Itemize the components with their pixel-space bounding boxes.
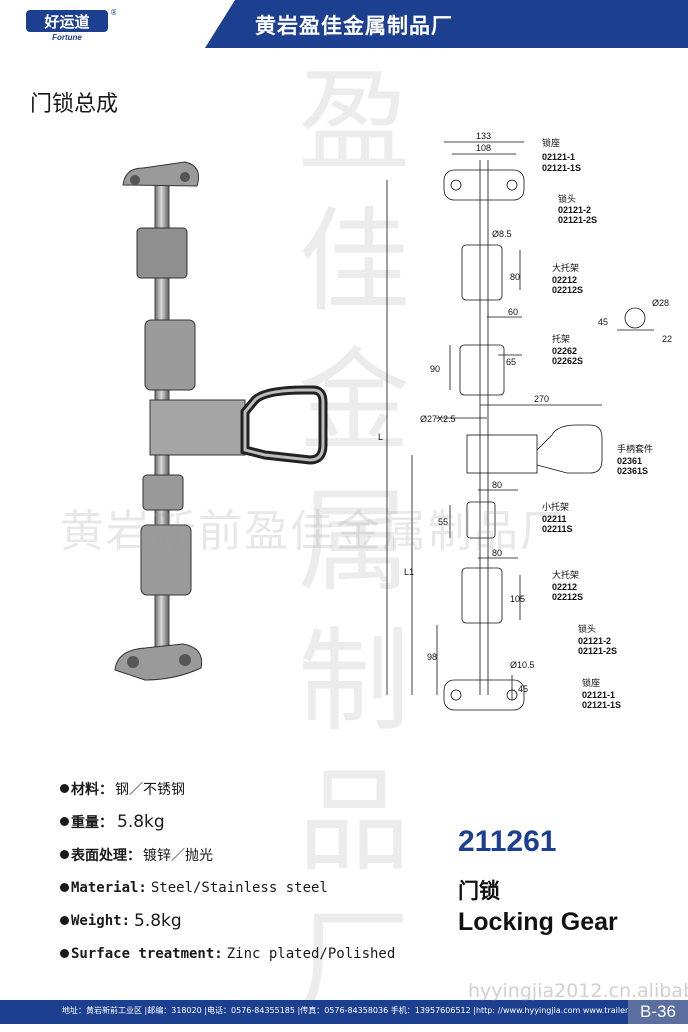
dim-270: 270 xyxy=(534,394,549,404)
part-label: 手柄套件 xyxy=(617,443,653,455)
dim-133: 133 xyxy=(476,131,491,141)
bullet-icon xyxy=(60,949,69,958)
spec-row-weight-cn: 重量： 5.8kg xyxy=(60,805,420,838)
dim-phi-8-5: Ø8.5 xyxy=(492,229,512,239)
page-header: 好运道 Fortune ® 黄岩盈佳金属制品厂 xyxy=(0,0,688,48)
spec-value: 5.8kg xyxy=(117,811,165,832)
dim-80-a: 80 xyxy=(510,272,520,282)
technical-drawing: 133 108 Ø8.5 80 60 90 65 Ø27X2.5 270 L 8… xyxy=(378,131,672,711)
dim-55: 55 xyxy=(438,517,448,527)
product-name-cn: 门锁 xyxy=(458,879,500,903)
part-code: 02212S xyxy=(552,592,583,602)
dim-65: 65 xyxy=(506,357,516,367)
dim-60: 60 xyxy=(508,307,518,317)
dim-phi-28: Ø28 xyxy=(652,298,669,308)
spec-row-material-en: Material: Steel/Stainless steel xyxy=(60,871,420,904)
dim-phi-10-5: Ø10.5 xyxy=(510,660,535,670)
bullet-icon xyxy=(60,883,69,892)
dim-L1: L1 xyxy=(404,567,414,577)
spec-row-weight-en: Weight: 5.8kg xyxy=(60,904,420,937)
product-code: 211261 xyxy=(458,825,557,858)
header-logo-area: 好运道 Fortune ® xyxy=(0,0,235,48)
spec-row-surface-en: Surface treatment: Zinc plated/Polished xyxy=(60,937,420,970)
bullet-icon xyxy=(60,850,69,859)
spec-row-surface-cn: 表面处理： 镀锌／抛光 xyxy=(60,838,420,871)
part-label: 托架 xyxy=(552,333,570,345)
spec-list: 材料： 钢／不锈钢 重量： 5.8kg 表面处理： 镀锌／抛光 Material… xyxy=(60,772,420,970)
product-photo xyxy=(114,161,328,681)
dim-80-b: 80 xyxy=(492,480,502,490)
spec-label: 材料： xyxy=(71,781,113,798)
dim-rod: Ø27X2.5 xyxy=(420,414,456,424)
part-code: 02361 xyxy=(617,456,642,466)
spec-row-material-cn: 材料： 钢／不锈钢 xyxy=(60,772,420,805)
spec-label: Weight: xyxy=(71,912,131,929)
spec-value: 镀锌／抛光 xyxy=(143,847,213,864)
page-number: B-36 xyxy=(628,1000,688,1024)
part-code: 02121-1 xyxy=(582,690,615,700)
spec-value: 5.8kg xyxy=(134,910,182,931)
bullet-icon xyxy=(60,784,69,793)
part-label: 大托架 xyxy=(552,262,579,274)
part-code: 02121-2 xyxy=(578,636,611,646)
dim-98: 98 xyxy=(427,652,437,662)
registered-mark: ® xyxy=(110,8,116,17)
spec-value: Steel/Stainless steel xyxy=(150,879,328,896)
part-code: 02121-1 xyxy=(542,152,575,162)
watermark-char: 品 xyxy=(298,757,410,887)
brand-name-cn: 好运道 xyxy=(43,13,89,31)
section-title: 门锁总成 xyxy=(30,92,119,117)
part-code: 02361S xyxy=(617,466,648,476)
part-code: 02121-1S xyxy=(542,163,581,173)
spec-value: 钢／不锈钢 xyxy=(115,781,185,798)
vertical-watermark: 盈 佳 金 属 制 品 厂 xyxy=(294,52,414,1032)
spec-value: Zinc plated/Polished xyxy=(226,945,396,962)
dim-80-c: 80 xyxy=(492,548,502,558)
part-code: 02212 xyxy=(552,582,577,592)
part-code: 02211 xyxy=(542,514,567,524)
spec-label: 表面处理： xyxy=(71,847,141,864)
part-code: 02211S xyxy=(542,524,573,534)
dim-45-a: 45 xyxy=(598,317,608,327)
part-label: 锁座 xyxy=(582,677,600,689)
brand-name-en: Fortune xyxy=(52,33,82,42)
part-code: 02121-2S xyxy=(558,215,597,225)
dim-108: 108 xyxy=(476,143,491,153)
part-code: 02121-2 xyxy=(558,205,591,215)
header-banner xyxy=(205,0,688,48)
dim-45-b: 45 xyxy=(518,684,528,694)
part-code: 02262S xyxy=(552,356,583,366)
watermark-char: 属 xyxy=(298,477,410,607)
part-code: 02212 xyxy=(552,275,577,285)
product-name-en: Locking Gear xyxy=(458,908,618,936)
watermark-char: 金 xyxy=(298,337,410,467)
part-code: 02212S xyxy=(552,285,583,295)
page-footer: hyyingjia2012.cn.alibaba.com 地址：黄岩新前工业区 … xyxy=(0,980,688,1024)
spec-label: Material: xyxy=(71,879,147,896)
part-code: 02121-2S xyxy=(578,646,617,656)
part-code: 02262 xyxy=(552,346,577,356)
footer-contact: 地址：黄岩新前工业区 |邮编：318020 |电话：0576-84355185 … xyxy=(62,1006,681,1015)
brand-logo: 好运道 Fortune ® xyxy=(26,8,116,42)
dim-90: 90 xyxy=(430,364,440,374)
watermark-char: 佳 xyxy=(298,197,410,327)
part-label: 锁座 xyxy=(542,137,560,149)
company-name: 黄岩盈佳金属制品厂 xyxy=(255,14,453,38)
part-label: 小托架 xyxy=(542,501,569,513)
watermark-char: 制 xyxy=(298,617,410,747)
spec-label: Surface treatment: xyxy=(71,945,223,962)
horizontal-watermark: 黄岩新前盈佳金属制品厂 xyxy=(60,506,566,557)
dim-L: L xyxy=(378,432,383,442)
part-code: 02121-1S xyxy=(582,700,621,710)
part-label: 大托架 xyxy=(552,569,579,581)
part-label: 锁头 xyxy=(558,193,576,205)
bullet-icon xyxy=(60,817,69,826)
dim-22: 22 xyxy=(662,334,672,344)
bullet-icon xyxy=(60,916,69,925)
footer-watermark: hyyingjia2012.cn.alibaba.com xyxy=(468,980,688,1002)
watermark-char: 盈 xyxy=(298,57,410,187)
dim-105: 105 xyxy=(510,594,525,604)
part-label: 锁头 xyxy=(578,623,596,635)
spec-label: 重量： xyxy=(71,814,113,831)
